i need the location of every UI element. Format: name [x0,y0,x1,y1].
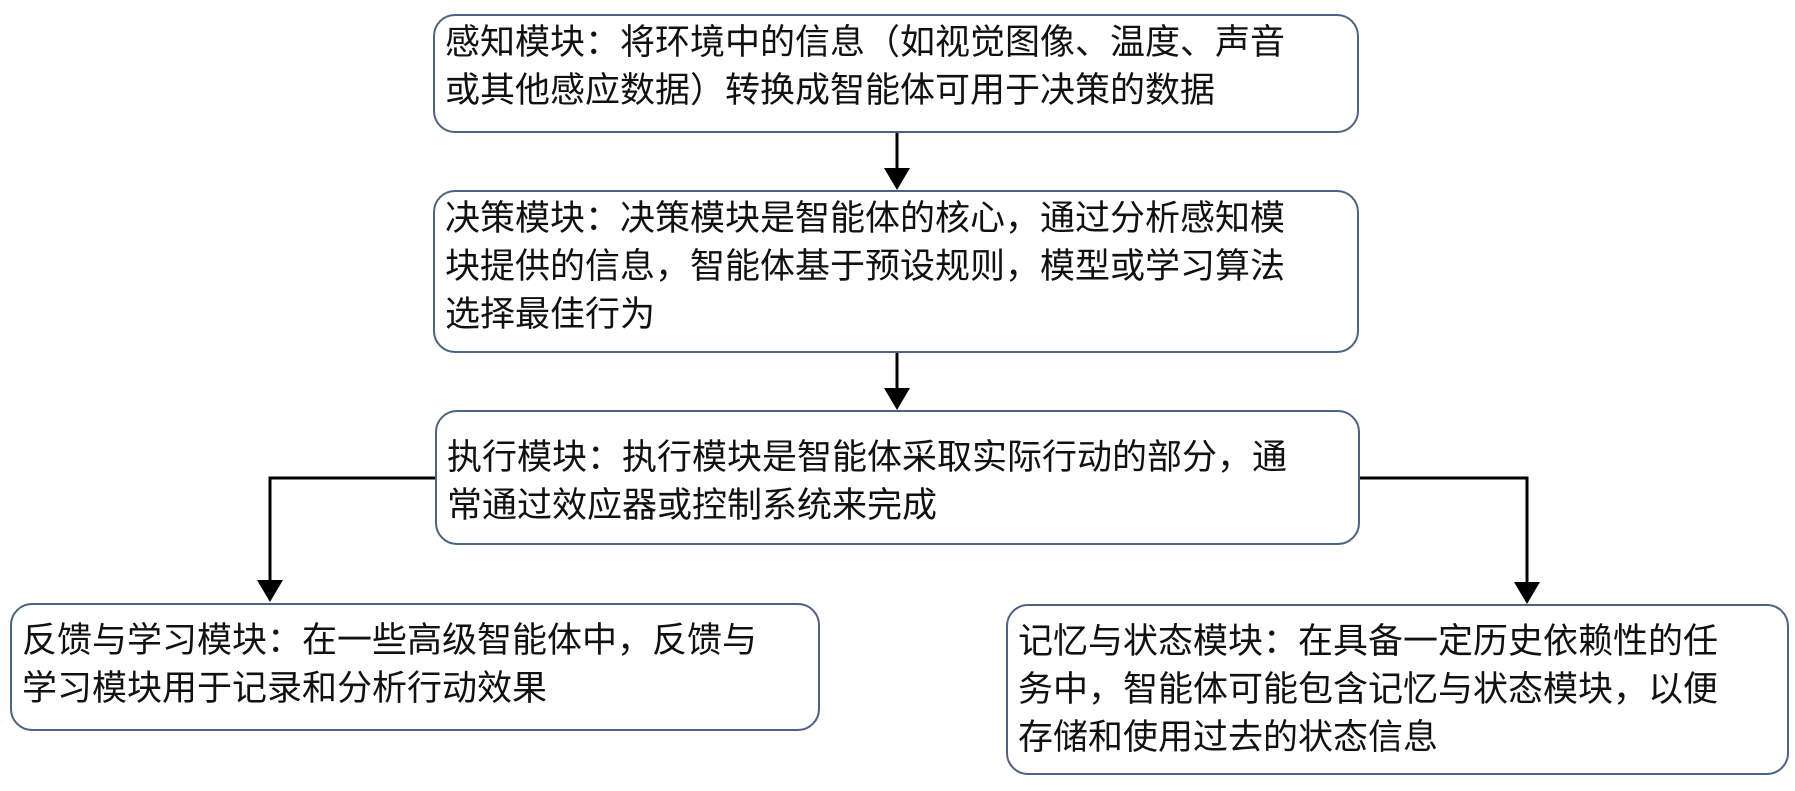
perception-line: 或其他感应数据）转换成智能体可用于决策的数据 [445,71,1216,111]
arrow-perception-to-decision [884,133,910,190]
feedback-line: 学习模块用于记录和分析行动效果 [22,669,548,709]
perception-line: 感知模块：将环境中的信息（如视觉图像、温度、声音 [445,23,1286,63]
arrow-decision-to-execution [884,353,910,410]
perception-module-box: 感知模块：将环境中的信息（如视觉图像、温度、声音 或其他感应数据）转换成智能体可… [433,14,1359,133]
memory-line: 存储和使用过去的状态信息 [1018,718,1439,758]
arrow-execution-to-feedback [257,476,435,602]
memory-line: 记忆与状态模块：在具备一定历史依赖性的任 [1018,622,1719,662]
feedback-line: 反馈与学习模块：在一些高级智能体中，反馈与 [22,621,758,661]
decision-line: 决策模块：决策模块是智能体的核心，通过分析感知模 [445,199,1286,239]
execution-module-box: 执行模块：执行模块是智能体采取实际行动的部分，通 常通过效应器或控制系统来完成 [435,410,1360,545]
arrow-execution-to-memory [1360,476,1540,604]
execution-line: 执行模块：执行模块是智能体采取实际行动的部分，通 [447,438,1288,478]
feedback-learning-module-box: 反馈与学习模块：在一些高级智能体中，反馈与 学习模块用于记录和分析行动效果 [10,603,820,731]
memory-line: 务中，智能体可能包含记忆与状态模块，以便 [1018,670,1719,710]
decision-line: 选择最佳行为 [445,295,656,335]
decision-module-box: 决策模块：决策模块是智能体的核心，通过分析感知模 块提供的信息，智能体基于预设规… [433,190,1359,353]
execution-line: 常通过效应器或控制系统来完成 [447,486,938,526]
memory-state-module-box: 记忆与状态模块：在具备一定历史依赖性的任 务中，智能体可能包含记忆与状态模块，以… [1006,604,1789,775]
decision-line: 块提供的信息，智能体基于预设规则，模型或学习算法 [445,247,1286,287]
